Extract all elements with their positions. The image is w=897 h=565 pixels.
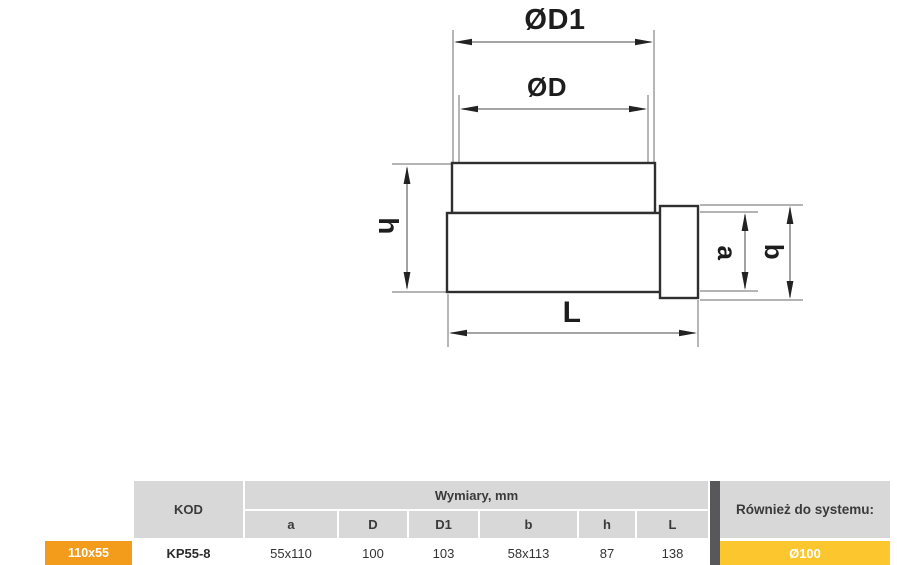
table-separator-bar xyxy=(710,481,720,565)
value-d: 100 xyxy=(339,541,407,565)
flange-extension-lines xyxy=(700,204,803,301)
column-header-d1: D1 xyxy=(409,511,478,538)
dim-label-h: h xyxy=(373,217,404,235)
duct-body-outline xyxy=(445,161,700,300)
extension-lines xyxy=(392,30,699,347)
column-header-wymiary: Wymiary, mm xyxy=(245,481,708,509)
spec-table: KOD Wymiary, mm a D D1 b h L Również do … xyxy=(45,481,890,565)
dim-label-l: L xyxy=(562,296,582,329)
column-header-h: h xyxy=(579,511,635,538)
value-l: 138 xyxy=(637,541,708,565)
value-b: 58x113 xyxy=(480,541,577,565)
dimension-arrows xyxy=(403,38,794,337)
dim-label-d1: ØD1 xyxy=(524,4,586,36)
column-header-system: Również do systemu: xyxy=(720,481,890,538)
column-header-d: D xyxy=(339,511,407,538)
system-badge: Ø100 xyxy=(720,541,890,565)
value-h: 87 xyxy=(579,541,635,565)
kod-value: KP55-8 xyxy=(134,541,243,565)
column-header-b: b xyxy=(480,511,577,538)
dim-label-d: ØD xyxy=(527,72,567,102)
size-badge: 110x55 xyxy=(45,541,132,565)
column-header-a: a xyxy=(245,511,337,538)
technical-drawing xyxy=(392,30,803,347)
column-header-l: L xyxy=(637,511,708,538)
value-d1: 103 xyxy=(409,541,478,565)
value-a: 55x110 xyxy=(245,541,337,565)
dim-label-a: a xyxy=(712,245,742,261)
dim-label-b: b xyxy=(759,243,789,261)
column-header-kod: KOD xyxy=(134,481,243,538)
